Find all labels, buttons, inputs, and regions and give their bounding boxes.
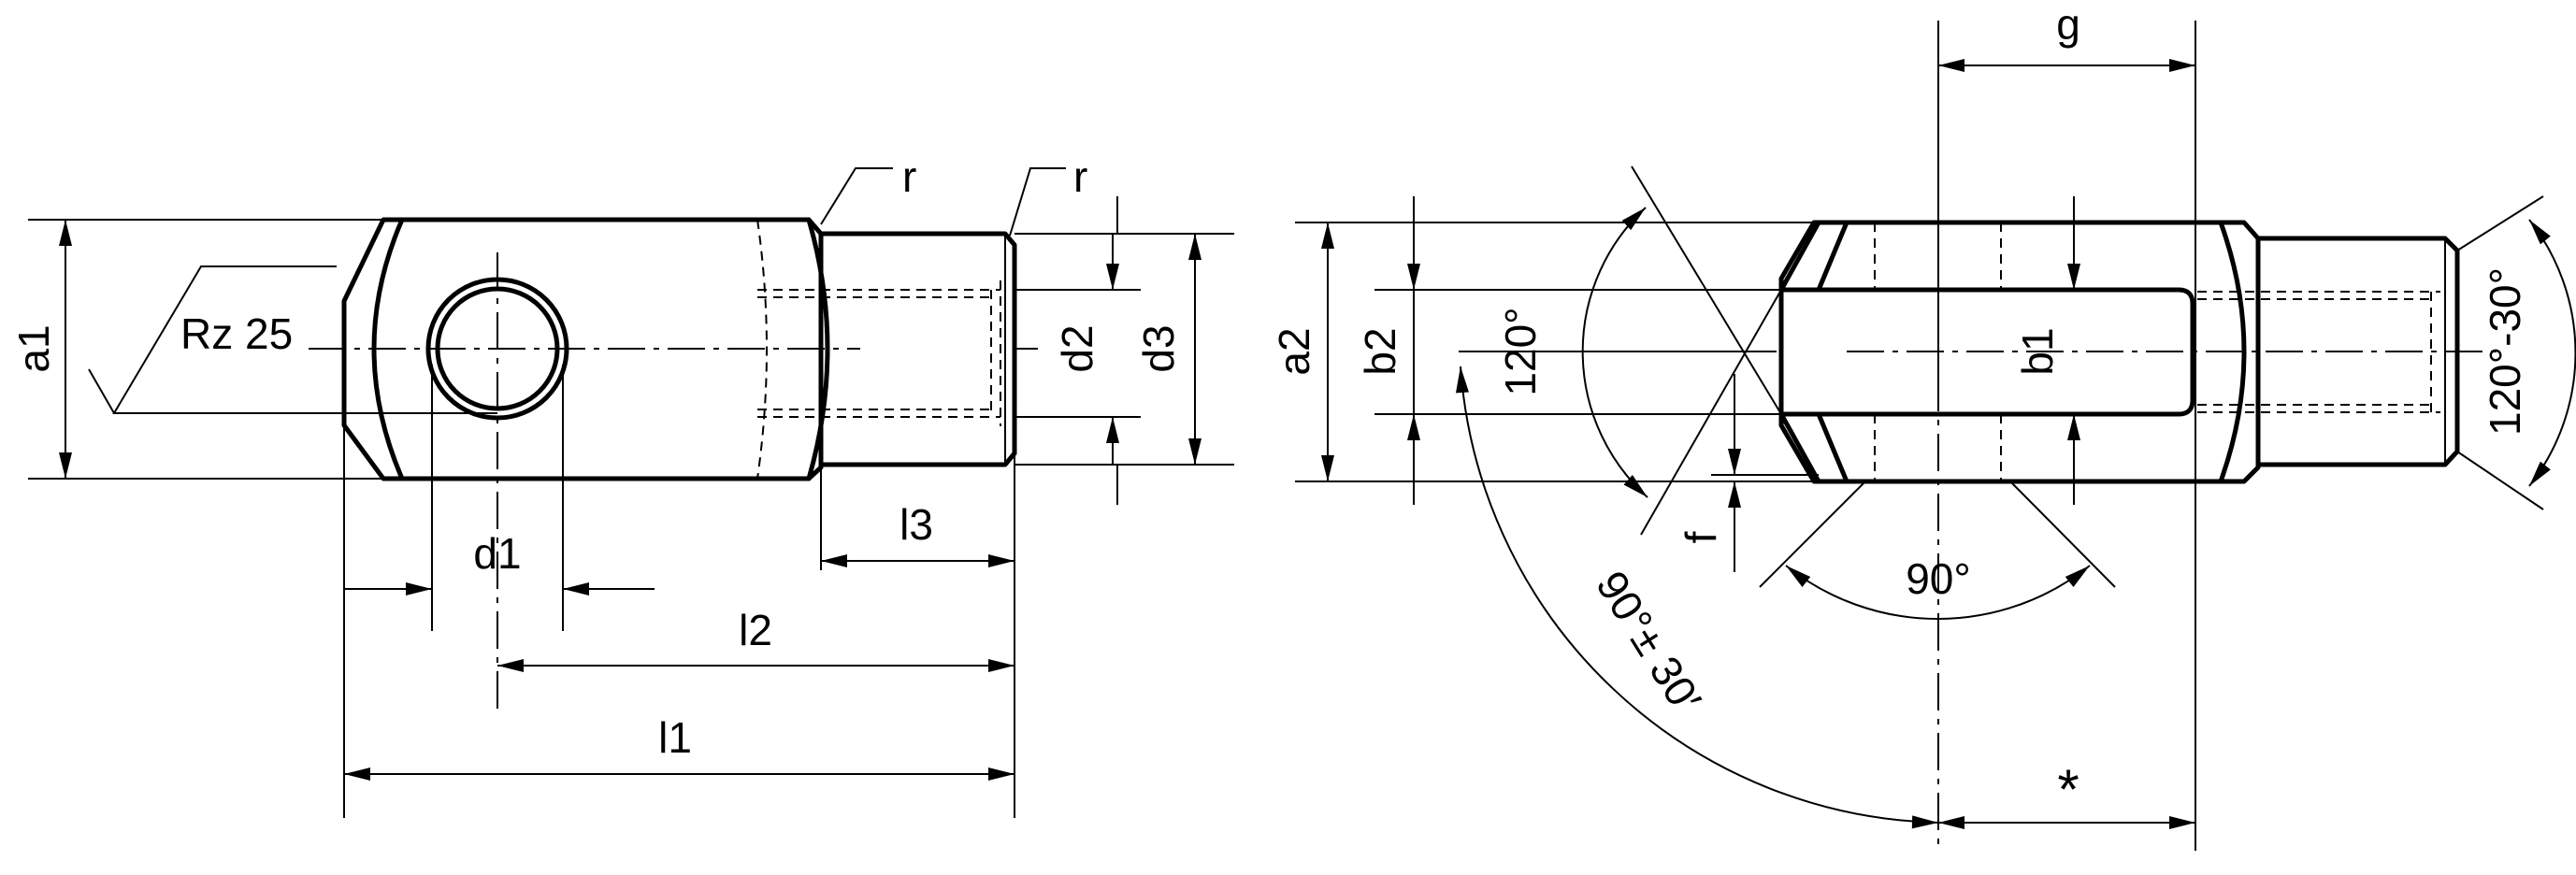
r-leader-left: [820, 167, 893, 225]
label-a2: a2: [1270, 327, 1318, 375]
label-90: 90°: [1906, 554, 1971, 603]
label-l3: l3: [899, 500, 933, 549]
label-d1: d1: [473, 529, 521, 578]
fork-right-arc: [2218, 220, 2247, 484]
chamfer-bottom-inner: [1816, 411, 1849, 484]
label-r-right: r: [1073, 152, 1087, 201]
label-rz: Rz 25: [180, 309, 293, 358]
label-120: 120°: [1496, 307, 1545, 395]
label-a1: a1: [9, 324, 58, 372]
cross-line-2: [1640, 289, 1782, 536]
label-d2: d2: [1053, 324, 1101, 372]
chamfer-top-inner: [1816, 220, 1849, 293]
right-arc: [806, 217, 830, 481]
right-arc-hidden: [756, 219, 768, 480]
label-120-30: 120°-30°: [2481, 267, 2529, 436]
line-90-right: [2009, 481, 2116, 588]
label-b2: b2: [1356, 327, 1404, 375]
ext-120-30-bottom: [2456, 451, 2544, 510]
label-d3: d3: [1134, 324, 1183, 372]
fork-body: [1778, 220, 2261, 484]
chamfer-top-outer: [1778, 220, 1821, 293]
line-90-left: [1759, 481, 1866, 588]
label-g: g: [2056, 0, 2080, 49]
label-r-left: r: [902, 152, 916, 201]
rz-tick: [88, 368, 115, 414]
arc-120-30: [2528, 219, 2576, 487]
label-l2: l2: [739, 606, 772, 654]
chamfer-bottom-outer: [1778, 411, 1821, 484]
label-90-30: 90°± 30′: [1587, 563, 1711, 722]
ext-120-30-top: [2456, 195, 2544, 251]
top-view: g a2 b2 120° b1 f 90° 90°± 30′ * 120°-30…: [1270, 0, 2576, 851]
label-f: f: [1677, 531, 1725, 543]
r-leader-right: [1009, 167, 1066, 237]
side-view: r r Rz 25 a1 d1 l3 l2 l1 d2 d3: [9, 152, 1234, 818]
arc-90-30: [1456, 366, 1939, 829]
label-l1: l1: [658, 713, 692, 762]
label-b1: b1: [2013, 327, 2062, 375]
label-star: *: [2057, 758, 2079, 821]
rz-leader: [112, 265, 497, 414]
